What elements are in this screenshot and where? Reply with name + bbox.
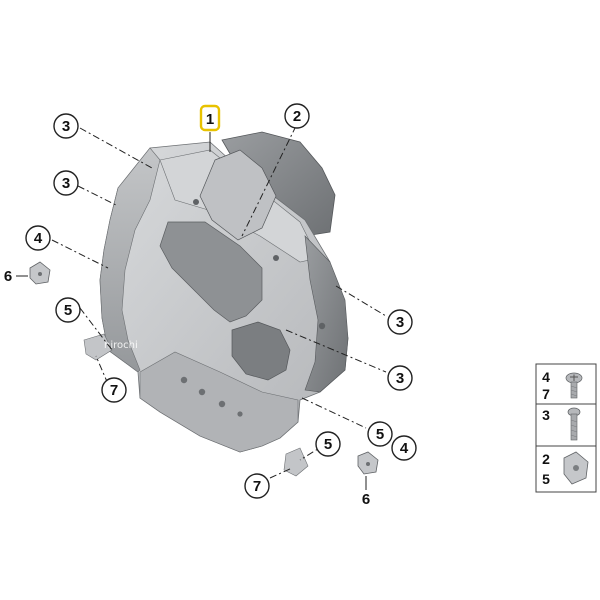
tray-hole <box>198 388 206 396</box>
svg-text:3: 3 <box>62 118 70 135</box>
callout-7[interactable]: 7 <box>101 377 127 403</box>
svg-text:7: 7 <box>542 386 550 402</box>
callout-3[interactable]: 3 <box>53 113 79 139</box>
callout-3[interactable]: 3 <box>387 309 413 335</box>
bracket-center-opening <box>159 221 263 323</box>
svg-text:5: 5 <box>542 471 550 487</box>
legend-row-clip-nut-2-5[interactable]: 2 5 <box>542 451 589 487</box>
screw-hole <box>193 199 199 205</box>
svg-text:7: 7 <box>110 382 118 399</box>
svg-text:3: 3 <box>396 370 404 387</box>
tray-hole <box>237 411 243 417</box>
svg-text:4: 4 <box>542 369 550 385</box>
bracket-bottom-tab <box>283 447 309 477</box>
callout-5[interactable]: 5 <box>367 421 393 447</box>
svg-text:4: 4 <box>400 440 409 457</box>
clip-nut-icon <box>563 451 589 485</box>
svg-text:3: 3 <box>542 407 550 423</box>
callout-2[interactable]: 2 <box>284 103 310 129</box>
bracket-right-flange <box>304 235 349 393</box>
bolt-icon <box>567 407 581 441</box>
clip-nut-right <box>357 451 379 475</box>
svg-text:6: 6 <box>362 491 370 508</box>
svg-text:3: 3 <box>62 175 70 192</box>
fastener-legend: 4 7 3 2 5 <box>535 363 597 493</box>
svg-text:6: 6 <box>4 268 12 285</box>
callout-6[interactable]: 6 <box>362 491 370 508</box>
svg-text:1: 1 <box>206 111 214 128</box>
leader-lines <box>16 125 387 490</box>
svg-text:4: 4 <box>34 230 43 247</box>
bracket-top-clips <box>199 149 277 241</box>
callout-3[interactable]: 3 <box>53 170 79 196</box>
callout-3[interactable]: 3 <box>387 365 413 391</box>
callout-4[interactable]: 4 <box>25 225 51 251</box>
callout-7[interactable]: 7 <box>244 473 270 499</box>
callout-5[interactable]: 5 <box>55 297 81 323</box>
svg-text:5: 5 <box>64 302 72 319</box>
svg-text:7: 7 <box>253 478 261 495</box>
bracket-lower-opening <box>231 321 291 381</box>
bracket-lower-tray <box>139 351 299 453</box>
torx-screw-icon <box>565 372 583 399</box>
screw-hole <box>273 255 279 261</box>
callout-4[interactable]: 4 <box>391 435 417 461</box>
svg-text:2: 2 <box>542 451 550 467</box>
svg-text:3: 3 <box>396 314 404 331</box>
callout-6[interactable]: 6 <box>4 268 12 285</box>
svg-text:2: 2 <box>293 108 301 125</box>
svg-text:5: 5 <box>376 426 384 443</box>
legend-row-bolt-3[interactable]: 3 <box>542 407 581 441</box>
clip-nut-left <box>29 261 51 285</box>
watermark-text: hirochi <box>104 340 138 351</box>
screw-hole <box>318 322 326 330</box>
callout-5[interactable]: 5 <box>315 431 341 457</box>
tray-hole <box>218 400 226 408</box>
tray-hole <box>180 376 188 384</box>
callout-1[interactable]: 1 <box>199 104 221 132</box>
headlight-bracket-illustration: hirochi <box>83 131 349 477</box>
svg-text:5: 5 <box>324 436 332 453</box>
legend-row-screw-4-7[interactable]: 4 7 <box>542 369 583 402</box>
